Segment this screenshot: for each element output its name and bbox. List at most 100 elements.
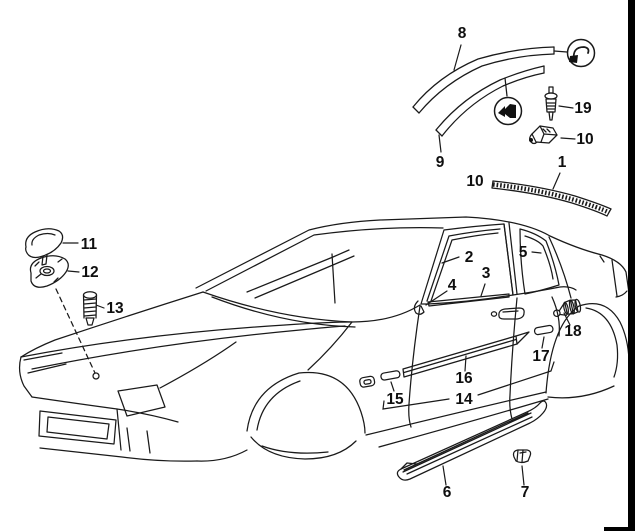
group-14-bracket-right [477,361,555,396]
callout-label-10: 10 [466,173,483,190]
fastener-body-2 [569,299,579,315]
gasket-outline [29,255,69,288]
callout-leader-5 [531,251,542,254]
belt-trim-3 [427,293,510,307]
scan-border-stub [604,527,635,531]
rocker-line-2 [378,398,549,448]
callout-label-16: 16 [455,370,473,387]
hood-gap-line [31,325,346,370]
grommet-tip [85,317,95,326]
part-1-drip-rail [491,180,612,217]
callout-leader-13 [95,304,105,309]
callout-label-13: 13 [106,300,124,317]
part-12-gasket [29,255,96,374]
sill-ribs [402,412,533,475]
quarter-trim-5 [524,235,554,280]
roof-inner-edge [205,227,444,292]
hood-emblem-hole [92,372,100,380]
gasket-hatch [34,258,63,283]
cowl-line [202,291,421,323]
license-recess-outer [38,410,117,445]
fender-marker-outer [359,375,376,388]
callout-label-18: 18 [564,323,582,340]
callout-label-1: 1 [558,154,567,171]
callout-label-11: 11 [81,236,98,253]
gasket-hole [39,265,55,277]
wiper-2 [254,255,355,299]
callout-leader-4 [425,290,448,306]
callout-leader-16 [464,355,467,372]
headlight-right [117,384,166,417]
callout-leader-8 [453,44,462,71]
hood-rear-edge [20,291,204,358]
part-9-molding [435,65,545,137]
rear-wheel [585,307,619,378]
scan-border-bar [628,0,635,531]
detail-a-leader [553,50,568,53]
drip-rail-top [492,180,612,210]
part-7-clip [512,449,532,464]
part-16-arrow-end [515,331,530,345]
side-trim-assembly [359,324,554,388]
diagram-artwork [18,38,630,481]
rear-wheel-arch [545,303,630,394]
callout-label-2: 2 [465,249,474,266]
callout-leader-12 [67,270,80,273]
part-10-clip [529,125,558,145]
callout-leader-9 [438,134,442,153]
callout-label-12: 12 [81,264,98,281]
rocker-line-1 [365,391,547,436]
callout-label-9: 9 [436,154,445,171]
fastener-disc-3 [574,298,582,313]
callout-leader-3 [480,283,486,297]
sill-end-facet [400,462,418,470]
part-19-rivet [544,86,558,121]
bumper-bottom [39,447,198,462]
callout-leader-10 [560,137,576,140]
callout-label-3: 3 [482,265,491,282]
emblem-inner [31,232,56,246]
detail-b-circle [493,96,523,126]
gasket-position-line [55,288,96,374]
front-tire-inner [261,445,329,454]
part-13-grommet [82,291,98,326]
front-corner [18,356,33,398]
callout-label-7: 7 [521,484,530,501]
rivet-stem [548,86,554,94]
callout-leader-15 [390,381,395,392]
callout-leader-18 [563,312,571,326]
b-pillar [503,222,518,296]
callout-leader-6 [442,465,447,486]
sill-outline [396,400,548,481]
callout-leader-7 [521,465,525,486]
drip-rail-texture [492,182,611,215]
headlight-left [23,352,67,374]
hood-front-line [159,341,237,389]
profile-detail-circle-a [553,38,596,68]
emblem-outline [25,228,64,259]
clip-bolt [529,138,533,142]
front-arch-inner [256,380,301,431]
front-wheel-arch [246,371,366,434]
grommet-cap [82,291,98,299]
grommet-ribs [83,298,97,317]
detail-a-circle [566,38,596,68]
door-lock [490,311,498,317]
fastener-ball [553,309,561,318]
part-8-molding [412,46,555,114]
molding-9-caps [435,65,545,137]
door-rear-gap [509,297,518,420]
detail-b-leader [504,77,508,97]
clip7-body [512,449,532,464]
detail-b-profile [498,104,516,118]
rivet-tip [548,111,554,121]
callout-label-4: 4 [448,277,457,294]
callout-label-19: 19 [574,100,592,117]
rear-arch-bottom [547,385,615,399]
window-frame-trim-2 [426,228,501,302]
door-handle [498,307,525,320]
molding-8-outer [412,46,555,108]
callout-label-15: 15 [386,391,404,408]
